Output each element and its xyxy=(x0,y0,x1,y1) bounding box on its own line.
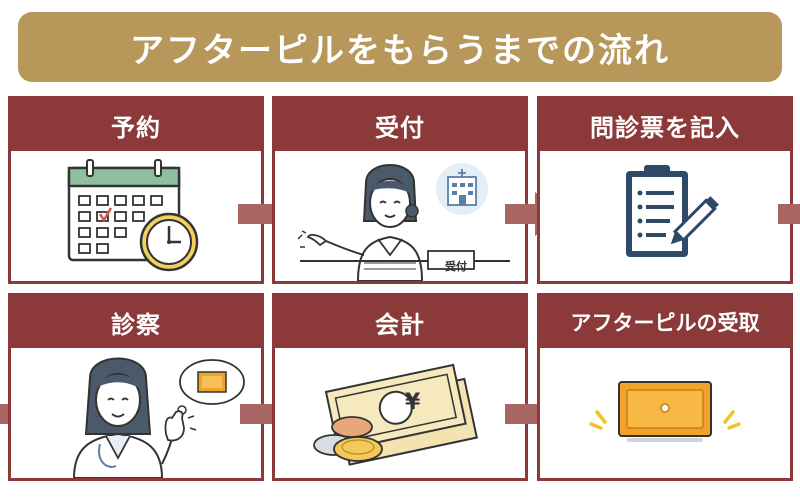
step-illustration: 受付 xyxy=(275,151,525,281)
pill-package-icon xyxy=(589,381,741,442)
step-card-payment: 会計 ¥ xyxy=(272,293,528,481)
reception-staff-icon xyxy=(297,163,510,281)
clipboard-pen-icon xyxy=(626,165,719,257)
flow-arrow xyxy=(778,192,800,236)
step-label: 受付 xyxy=(375,113,425,142)
step-illustration xyxy=(540,348,790,478)
doctor-icon xyxy=(72,357,245,478)
step-card-consultation: 診察 xyxy=(8,293,264,481)
step-illustration xyxy=(11,348,261,478)
step-label: アフターピルの受取 xyxy=(570,311,760,335)
step-illustration xyxy=(11,151,261,281)
page-title: アフターピルをもらうまでの流れ xyxy=(18,12,782,82)
step-card-pill-pickup: アフターピルの受取 xyxy=(537,293,793,481)
money-coins-icon xyxy=(313,363,478,466)
step-illustration xyxy=(540,151,790,281)
step-card-reception: 受付 受付 xyxy=(272,96,528,284)
step-label: 診察 xyxy=(111,310,161,339)
reception-sign-label: 受付 xyxy=(445,260,467,273)
step-label: 会計 xyxy=(375,310,425,339)
step-label: 問診票を記入 xyxy=(590,113,740,142)
step-label: 予約 xyxy=(111,113,161,142)
step-card-reservation: 予約 xyxy=(8,96,264,284)
calendar-clock-icon xyxy=(67,159,199,272)
step-illustration: ¥ xyxy=(275,348,525,478)
step-card-questionnaire: 問診票を記入 xyxy=(537,96,793,284)
currency-symbol: ¥ xyxy=(405,390,421,415)
